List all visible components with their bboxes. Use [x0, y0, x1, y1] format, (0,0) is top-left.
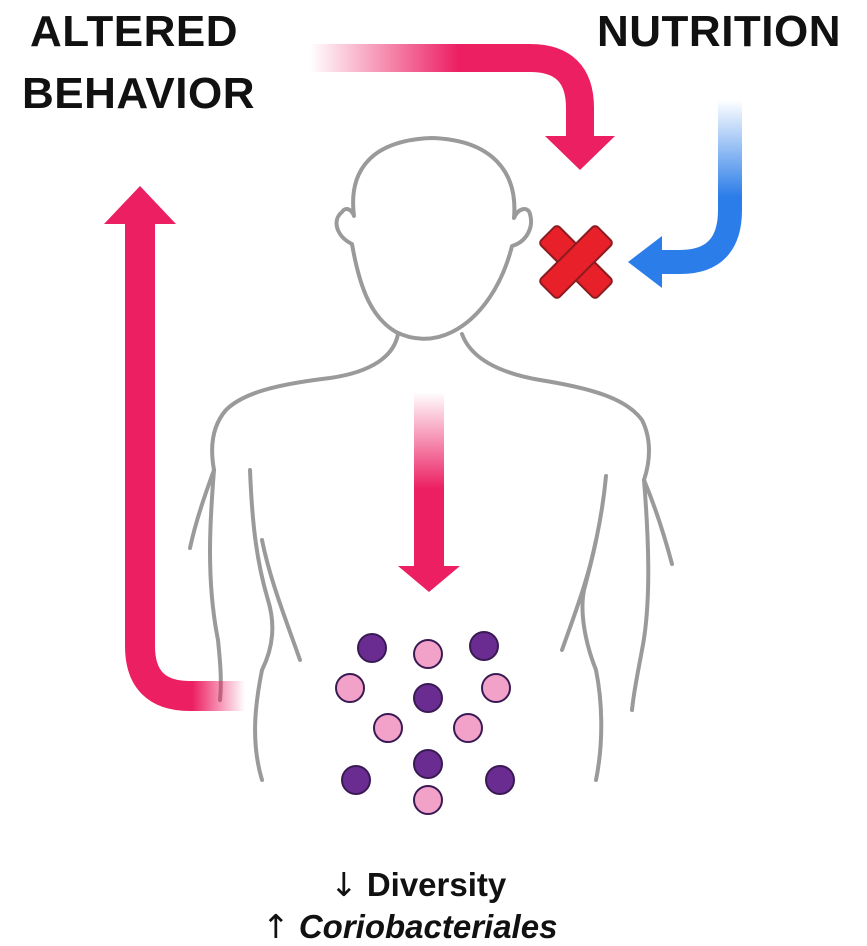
- microbe-dark: [358, 634, 386, 662]
- gut-microbiota: [336, 632, 514, 814]
- microbe-light: [336, 674, 364, 702]
- microbe-light: [454, 714, 482, 742]
- behavior-to-brain-arrow: [310, 58, 615, 170]
- down-arrow-icon: ↓: [330, 865, 358, 904]
- microbe-light: [482, 674, 510, 702]
- microbe-dark: [486, 766, 514, 794]
- coriobacteriales-caption: ↑ Coriobacteriales: [262, 910, 557, 943]
- nutrition-arrow: [628, 100, 730, 288]
- gut-to-behavior-arrow: [104, 186, 245, 696]
- microbe-dark: [414, 684, 442, 712]
- microbe-light: [414, 786, 442, 814]
- microbe-dark: [470, 632, 498, 660]
- red-x-icon: [519, 205, 632, 318]
- microbe-light: [374, 714, 402, 742]
- diversity-caption: ↓ Diversity: [330, 868, 506, 901]
- microbe-dark: [342, 766, 370, 794]
- microbe-dark: [414, 750, 442, 778]
- nutrition-label: NUTRITION: [597, 10, 841, 54]
- microbe-light: [414, 640, 442, 668]
- diversity-text: Diversity: [367, 866, 506, 903]
- coriobacteriales-text: Coriobacteriales: [299, 908, 558, 945]
- brain-to-gut-arrow: [398, 392, 460, 592]
- behavior-label-line2: BEHAVIOR: [22, 72, 255, 116]
- altered-label-line1: ALTERED: [30, 10, 238, 54]
- up-arrow-icon: ↑: [262, 907, 290, 946]
